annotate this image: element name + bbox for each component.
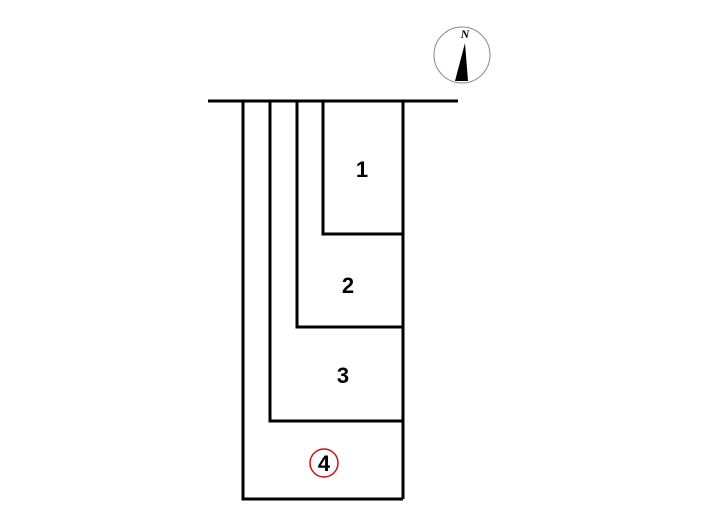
compass: N: [433, 26, 491, 84]
lot-3-label: 3: [337, 363, 349, 388]
lot-4-highlight-circle: [309, 448, 339, 478]
lot-2-boundary: [295, 101, 403, 329]
lot-2-label: 2: [342, 273, 354, 298]
north-arrow-icon: [455, 43, 468, 81]
lot-1-boundary: [321, 101, 403, 236]
lot-4-boundary: [241, 101, 403, 501]
lot-lines: [208, 99, 458, 501]
lot-1-label: 1: [356, 157, 368, 182]
lot-4-label: 4: [318, 451, 331, 476]
compass-north-label: N: [460, 27, 471, 41]
lot-3-boundary: [268, 101, 403, 423]
